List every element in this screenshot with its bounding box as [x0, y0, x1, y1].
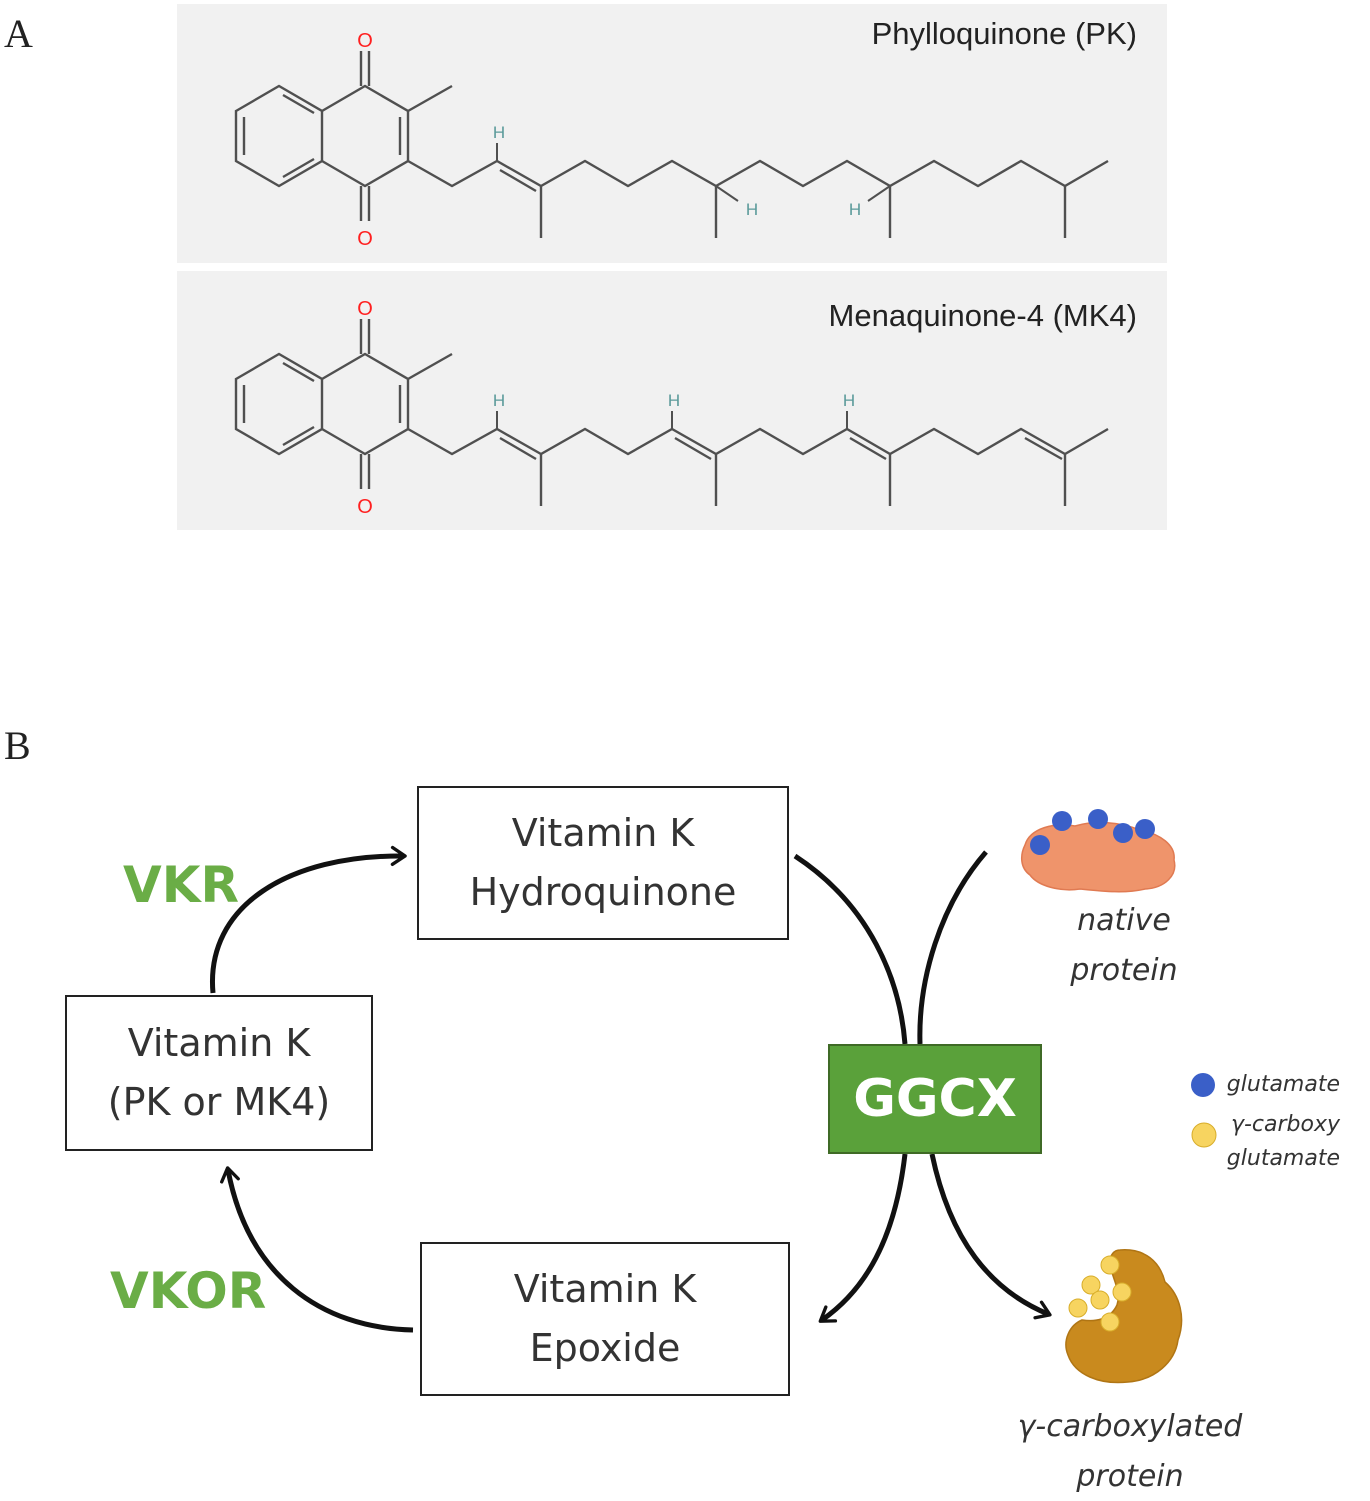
vkr-arrow: [212, 856, 403, 993]
hydroquinone-line-1: Vitamin K: [512, 804, 695, 863]
carboxylated-protein-label: γ-carboxylated protein: [990, 1402, 1270, 1501]
native-protein-label: native protein: [1024, 896, 1224, 995]
native-protein-illustration: [1022, 809, 1175, 892]
phylloquinone-structure: O O H H H: [236, 30, 1108, 250]
carboxy-glutamate-legend-label: γ-carboxy glutamate: [1227, 1108, 1340, 1176]
epoxide-line-1: Vitamin K: [514, 1260, 697, 1319]
native-protein-line-1: native: [1024, 896, 1224, 946]
ggcx-box: GGCX: [828, 1044, 1042, 1154]
ggcx-to-carboxylated-arrow: [932, 1154, 1048, 1314]
hydrogen-atom: H: [843, 391, 855, 410]
carboxylated-protein-illustration: [1066, 1250, 1182, 1383]
carboxy-glutamate-legend-dot: [1192, 1123, 1216, 1147]
oxygen-atom: O: [357, 298, 373, 320]
hydrogen-atom: H: [668, 391, 680, 410]
carboxylated-protein-line-2: protein: [990, 1452, 1270, 1501]
hydrogen-atom: H: [849, 200, 861, 219]
molecule-structures: O O H H H O O H H H: [0, 0, 1370, 540]
epoxide-box: Vitamin K Epoxide: [420, 1242, 790, 1396]
hydrogen-atom: H: [493, 123, 505, 142]
oxygen-atom: O: [357, 228, 373, 250]
epoxide-line-2: Epoxide: [530, 1319, 681, 1378]
hydroquinone-to-ggcx-line: [795, 856, 905, 1044]
carboxy-glutamate-line-1: γ-carboxy: [1227, 1108, 1340, 1142]
oxygen-atom: O: [357, 496, 373, 518]
menaquinone-structure: O O H H H: [236, 298, 1108, 518]
vitamin-k-box: Vitamin K (PK or MK4): [65, 995, 373, 1151]
glutamate-legend-dot: [1191, 1073, 1215, 1097]
glutamate-legend-label: glutamate: [1227, 1068, 1340, 1102]
hydrogen-atom: H: [493, 391, 505, 410]
hydroquinone-box: Vitamin K Hydroquinone: [417, 786, 789, 940]
vkor-label: VKOR: [110, 1262, 266, 1320]
native-protein-to-ggcx-line: [920, 852, 986, 1044]
hydrogen-atom: H: [746, 200, 758, 219]
oxygen-atom: O: [357, 30, 373, 52]
ggcx-to-epoxide-arrow: [822, 1154, 905, 1320]
hydroquinone-line-2: Hydroquinone: [470, 863, 737, 922]
vitamin-k-line-2: (PK or MK4): [108, 1073, 330, 1132]
vitamin-k-line-1: Vitamin K: [128, 1014, 311, 1073]
native-protein-line-2: protein: [1024, 946, 1224, 996]
carboxylated-protein-line-1: γ-carboxylated: [990, 1402, 1270, 1452]
carboxy-glutamate-line-2: glutamate: [1227, 1142, 1340, 1176]
vkr-label: VKR: [123, 856, 239, 914]
